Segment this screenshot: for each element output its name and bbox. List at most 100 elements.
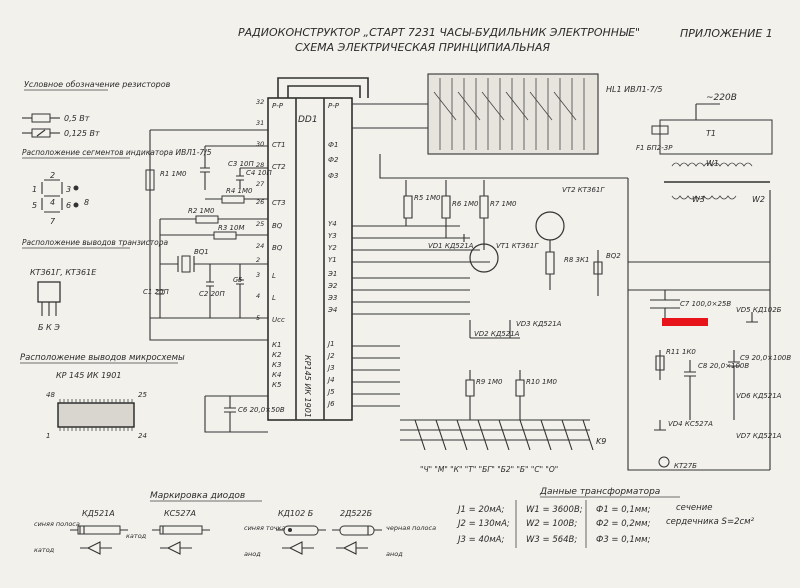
diode-2d522b-pin: анод	[386, 550, 403, 558]
pin-name-left: ВQ	[272, 244, 283, 252]
ic-package-icon	[57, 402, 135, 428]
label-k9: K9	[596, 437, 606, 446]
pin-name-right: Ф1	[328, 141, 338, 149]
pin-name-left: СТ2	[272, 163, 286, 171]
label-vd7: VD7 КД521А	[736, 432, 782, 440]
pin-name-left: Uсс	[272, 316, 285, 324]
diode-kc527a-pin: катод	[126, 532, 147, 540]
pin-name-right: J5	[326, 388, 335, 396]
resistor-legend-1: 0,5 Вт	[64, 114, 90, 123]
ic-legend-title: Расположение выводов микросхемы	[20, 353, 185, 363]
pin-name-right: Y3	[328, 232, 337, 240]
pin-name-left: К5	[272, 381, 282, 389]
pin-number: 24	[256, 242, 264, 250]
tdata-core-value: сердечника S=2см²	[666, 517, 755, 527]
pin-name-right: Э3	[327, 294, 337, 302]
power-supply: ~220В F1 БП2-3Р T1 W1 W3 W2 C7 100,0×25В…	[627, 93, 791, 471]
tdata-j3: J3 = 40мА;	[456, 535, 504, 545]
label-vd3: VD3 КД521А	[516, 320, 562, 328]
label-vt2: VT2 КТ361Г	[562, 186, 605, 194]
transistor-vt2-icon	[535, 211, 565, 241]
label-w2: W2	[752, 195, 765, 204]
transistor-legend-pins: Б К Э	[38, 323, 60, 332]
pin-number: 4	[256, 292, 260, 300]
pin-name-right: Р-Р	[328, 102, 340, 110]
pin-number: 26	[256, 198, 264, 206]
ic-dd1: DD1 КР145 ИК 1901 Р-Р СТ1 СТ2 СТ3 ВQ ВQ …	[256, 77, 369, 421]
pin-name-left: L	[272, 294, 276, 302]
segment-6: 6	[66, 201, 71, 210]
segment-2: 2	[50, 171, 55, 180]
label-c3: C3 10П	[228, 160, 254, 168]
label-vd1: VD1 КД521А	[428, 242, 474, 250]
diode-marking: Маркировка диодов КД521А синяя полоса ка…	[34, 491, 436, 558]
label-r11: R11 1К0	[666, 348, 696, 356]
pin-number: 32	[256, 98, 264, 106]
pin-name-left: Р-Р	[272, 102, 284, 110]
label-vd4: VD4 КС527А	[668, 420, 713, 428]
ic-legend-types: КР 145 ИК 1901	[56, 371, 121, 380]
label-vd2: VD2 КД521А	[474, 330, 520, 338]
label-c2: C2 20П	[199, 290, 225, 298]
label-c4: C4 10П	[246, 169, 272, 177]
segment-dot-icon	[73, 185, 79, 191]
highlight-marker	[662, 318, 708, 326]
pin-name-left: К3	[272, 361, 281, 369]
pin-name-right: J1	[326, 340, 335, 348]
resistor-legend-2: 0,125 Вт	[64, 129, 100, 138]
pin-name-left: СТ3	[272, 199, 286, 207]
tdata-w1: W1 = 3600В;	[526, 505, 583, 515]
label-c5: C5	[233, 276, 243, 284]
label-c9: C9 20,0×100В	[740, 354, 791, 362]
label-r5: R5 1М0	[414, 194, 441, 202]
ic-legend: Расположение выводов микросхемы КР 145 И…	[20, 353, 185, 440]
label-w3: W3	[692, 195, 705, 204]
transistor-kt27b-icon	[658, 456, 670, 468]
crystal-bq1-icon	[181, 255, 191, 273]
diode-kd521a-note: синяя полоса	[34, 520, 80, 528]
pin-number: 3	[256, 271, 260, 279]
diode-2d522b-type: 2Д522Б	[340, 509, 373, 518]
label-r8: R8 3К1	[564, 256, 589, 264]
transistor-legend-types: КТ361Г, КТ361Е	[30, 268, 97, 277]
pin-name-right: J3	[326, 364, 335, 372]
ic-pin-1: 1	[46, 432, 50, 440]
resistor-legend: Условное обозначение резисторов 0,5 Вт 0…	[22, 80, 171, 138]
pin-name-right: J4	[326, 376, 335, 384]
diode-kd102b-note: синяя точка	[244, 524, 285, 532]
tdata-f2: Ф2 = 0,2мм;	[596, 519, 651, 529]
label-r4: R4 1М0	[226, 187, 253, 195]
pin-name-left: К2	[272, 351, 282, 359]
pin-name-left: L	[272, 272, 276, 280]
diode-kd521a-pin: катод	[34, 546, 55, 554]
segment-legend-title: Расположение сегментов индикатора ИВЛ1-7…	[22, 148, 212, 157]
label-hl1: HL1 ИВЛ1-7/5	[606, 85, 662, 94]
label-fuse: F1 БП2-3Р	[636, 144, 673, 152]
pin-number: 25	[256, 220, 264, 228]
segment-8: 8	[84, 198, 89, 207]
diode-body-icon	[339, 525, 375, 536]
header-appendix: ПРИЛОЖЕНИЕ 1	[680, 27, 773, 40]
transistor-legend-title: Расположение выводов транзистора	[22, 238, 169, 247]
diode-marking-title: Маркировка диодов	[150, 491, 245, 501]
transformer-data-title: Данные трансформатора	[539, 487, 660, 497]
pin-number: 30	[256, 140, 264, 148]
pin-name-right: Э4	[327, 306, 337, 314]
pin-name-right: Y1	[328, 256, 337, 264]
pin-name-left: ВQ	[272, 222, 283, 230]
label-t1: T1	[706, 129, 716, 138]
label-r1: R1 1М0	[160, 170, 187, 178]
label-r9: R9 1М0	[476, 378, 503, 386]
tdata-f3: Ф3 = 0,1мм;	[596, 535, 651, 545]
label-r3: R3 10М	[218, 224, 245, 232]
pin-name-left: К1	[272, 341, 281, 349]
oscillator-network: R1 1М0 C3 10П C4 10П R4 1М0 R2 1М0 R3 10…	[143, 129, 285, 433]
label-w1: W1	[706, 159, 719, 168]
label-bq2: BQ2	[606, 252, 621, 260]
ic-pin-48: 48	[46, 391, 55, 399]
label-c6: C6 20,0×50В	[238, 406, 285, 414]
tdata-j1: J1 = 20мА;	[456, 505, 504, 515]
transistor-package-icon	[37, 281, 61, 303]
pin-name-right: Э2	[327, 282, 338, 290]
